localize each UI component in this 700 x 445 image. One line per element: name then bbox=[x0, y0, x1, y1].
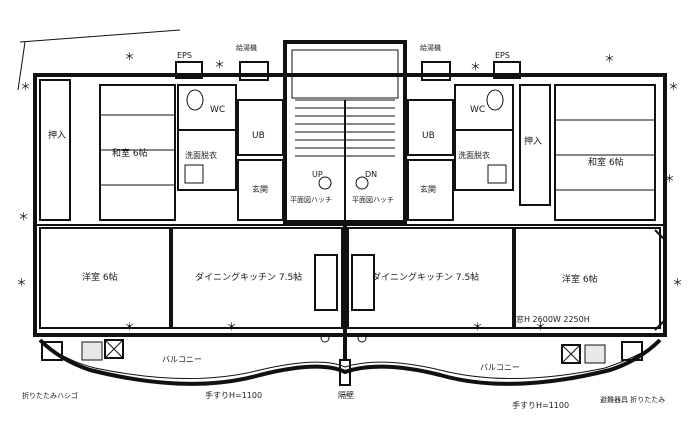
left-closet-room bbox=[39, 79, 71, 221]
svg-text:＊: ＊ bbox=[16, 276, 27, 289]
left-wc-label: WC bbox=[210, 105, 225, 115]
svg-text:＊: ＊ bbox=[472, 320, 483, 333]
right-ub-label: UB bbox=[422, 131, 435, 141]
right-entrance-label: 玄関 bbox=[420, 184, 436, 194]
up-label: UP bbox=[312, 170, 323, 179]
balcony-right-label: バルコニー bbox=[480, 363, 520, 372]
gas-left-box bbox=[239, 61, 269, 81]
balcony-railing bbox=[38, 338, 662, 386]
svg-text:＊: ＊ bbox=[18, 210, 29, 223]
svg-text:＊: ＊ bbox=[672, 276, 683, 289]
left-wc-room bbox=[177, 84, 237, 131]
svg-text:＊: ＊ bbox=[668, 80, 679, 93]
left-washroom-label: 洗面脱衣 bbox=[185, 150, 217, 160]
left-entrance bbox=[237, 159, 284, 221]
stray-line bbox=[19, 29, 181, 43]
svg-text:＊: ＊ bbox=[664, 172, 675, 185]
svg-text:＊: ＊ bbox=[124, 50, 135, 63]
right-kitchen-counter bbox=[351, 254, 375, 311]
stair-landing bbox=[291, 49, 399, 99]
right-entrance bbox=[407, 159, 454, 221]
right-hatch-box bbox=[584, 344, 606, 364]
right-dk-label: ダイニングキッチン 7.5帖 bbox=[372, 271, 479, 283]
right-youshitsu-label: 洋室 6帖 bbox=[562, 273, 598, 285]
left-hatch-circle bbox=[318, 176, 332, 190]
gas-left-label: 給湯機 bbox=[236, 43, 257, 52]
eps-right-box bbox=[493, 61, 521, 79]
left-kitchen-counter bbox=[314, 254, 338, 311]
hatch-right-label: 平面図ハッチ bbox=[352, 196, 394, 204]
right-toilet bbox=[486, 89, 504, 111]
railing-right-label: 手すりH=1100 bbox=[512, 400, 569, 410]
right-ac-unit bbox=[621, 341, 643, 361]
right-closet-label: 押入 bbox=[524, 135, 542, 147]
eps-left-box bbox=[175, 61, 203, 79]
balcony-left-label: バルコニー bbox=[162, 355, 202, 364]
svg-text:＊: ＊ bbox=[604, 52, 615, 65]
right-youshitsu-room bbox=[514, 227, 661, 329]
svg-text:＊: ＊ bbox=[20, 80, 31, 93]
center-label: 隔壁 bbox=[338, 390, 354, 400]
left-washitsu-room bbox=[99, 84, 176, 221]
left-washroom bbox=[177, 129, 237, 191]
left-escape-box bbox=[104, 339, 124, 359]
left-dk-room bbox=[171, 227, 343, 329]
left-sink bbox=[184, 164, 204, 184]
svg-text:＊: ＊ bbox=[470, 60, 481, 73]
ladder-right-label: 避難器具 折りたたみ bbox=[600, 395, 665, 404]
outer-wall bbox=[33, 73, 667, 337]
svg-text:＊: ＊ bbox=[124, 320, 135, 333]
left-closet-label: 押入 bbox=[48, 129, 66, 141]
right-washitsu-room bbox=[554, 84, 656, 221]
right-hatch-circle bbox=[355, 176, 369, 190]
left-dk-label: ダイニングキッチン 7.5帖 bbox=[195, 271, 302, 283]
right-closet-room bbox=[519, 84, 551, 206]
right-dimension-note: 窓H 2600W 2250H bbox=[516, 314, 590, 324]
right-bay bbox=[654, 229, 666, 331]
gas-right-label: 給湯機 bbox=[420, 43, 441, 52]
left-ub-room bbox=[237, 99, 284, 156]
right-wc-label: WC bbox=[470, 105, 485, 115]
left-toilet bbox=[186, 89, 204, 111]
right-escape-box bbox=[561, 344, 581, 364]
right-washroom bbox=[454, 129, 514, 191]
eps-left-label: EPS bbox=[177, 51, 192, 60]
dn-label: DN bbox=[365, 170, 377, 179]
railing-left-label: 手すりH=1100 bbox=[205, 390, 262, 400]
right-sink bbox=[487, 164, 507, 184]
left-ac-unit bbox=[41, 341, 63, 361]
left-entrance-label: 玄関 bbox=[252, 184, 268, 194]
right-washitsu-label: 和室 6帖 bbox=[588, 156, 624, 168]
svg-text:＊: ＊ bbox=[226, 320, 237, 333]
left-youshitsu-room bbox=[39, 227, 171, 329]
ladder-left-label: 折りたたみハシゴ bbox=[22, 391, 78, 400]
right-dk-room bbox=[347, 227, 514, 329]
svg-text:＊: ＊ bbox=[535, 320, 546, 333]
stray-line-2 bbox=[17, 41, 26, 91]
left-ub-label: UB bbox=[252, 131, 265, 141]
right-washroom-label: 洗面脱衣 bbox=[458, 150, 490, 160]
svg-text:＊: ＊ bbox=[214, 58, 225, 71]
left-youshitsu-label: 洋室 6帖 bbox=[82, 271, 118, 283]
left-hatch-box bbox=[81, 341, 103, 361]
stair-treads bbox=[295, 99, 395, 220]
hatch-left-label: 平面図ハッチ bbox=[290, 196, 332, 204]
gas-right-box bbox=[421, 61, 451, 81]
eps-right-label: EPS bbox=[495, 51, 510, 60]
right-ub-room bbox=[407, 99, 454, 156]
left-washitsu-label: 和室 6帖 bbox=[112, 147, 148, 159]
vent-markers: ＊ ＊ ＊ ＊ ＊ ＊ ＊ ＊ ＊ ＊ ＊ ＊ ＊ ＊ bbox=[16, 50, 683, 333]
